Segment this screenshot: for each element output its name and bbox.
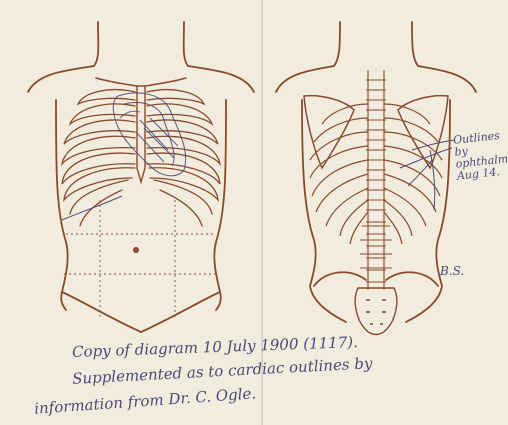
- navel: [133, 247, 139, 253]
- clavicle-right: [145, 78, 186, 86]
- back-shoulder-left: [276, 66, 334, 92]
- front-groin: [62, 292, 220, 332]
- front-neck-right: [184, 22, 188, 66]
- front-side-right: [214, 100, 226, 292]
- back-neck-left: [334, 22, 340, 66]
- back-shoulder-right: [418, 66, 476, 92]
- front-shoulder-right: [188, 66, 254, 92]
- front-torso: [28, 22, 254, 332]
- iliac-crest-left: [314, 272, 366, 286]
- back-annotation: Outlines by ophthalm Aug 14.: [453, 129, 508, 182]
- pelvis-left: [310, 286, 346, 322]
- abdominal-grid: [64, 200, 218, 320]
- pointer-line-1: [412, 140, 454, 150]
- front-hip-left: [61, 292, 66, 310]
- iliac-crest-right: [386, 272, 438, 286]
- pelvis-right: [406, 286, 442, 322]
- pointer-line-3: [408, 160, 432, 186]
- spine: [360, 70, 392, 290]
- sacrum: [355, 288, 397, 335]
- pencil-line: [62, 196, 122, 220]
- front-side-left: [56, 100, 68, 292]
- front-hip-right: [216, 292, 221, 310]
- back-mark: B.S.: [440, 264, 464, 278]
- back-neck-right: [412, 22, 418, 66]
- clavicle-left: [96, 78, 137, 86]
- front-shoulder-left: [28, 66, 94, 92]
- back-ribs: [310, 104, 442, 244]
- front-neck-left: [94, 22, 98, 66]
